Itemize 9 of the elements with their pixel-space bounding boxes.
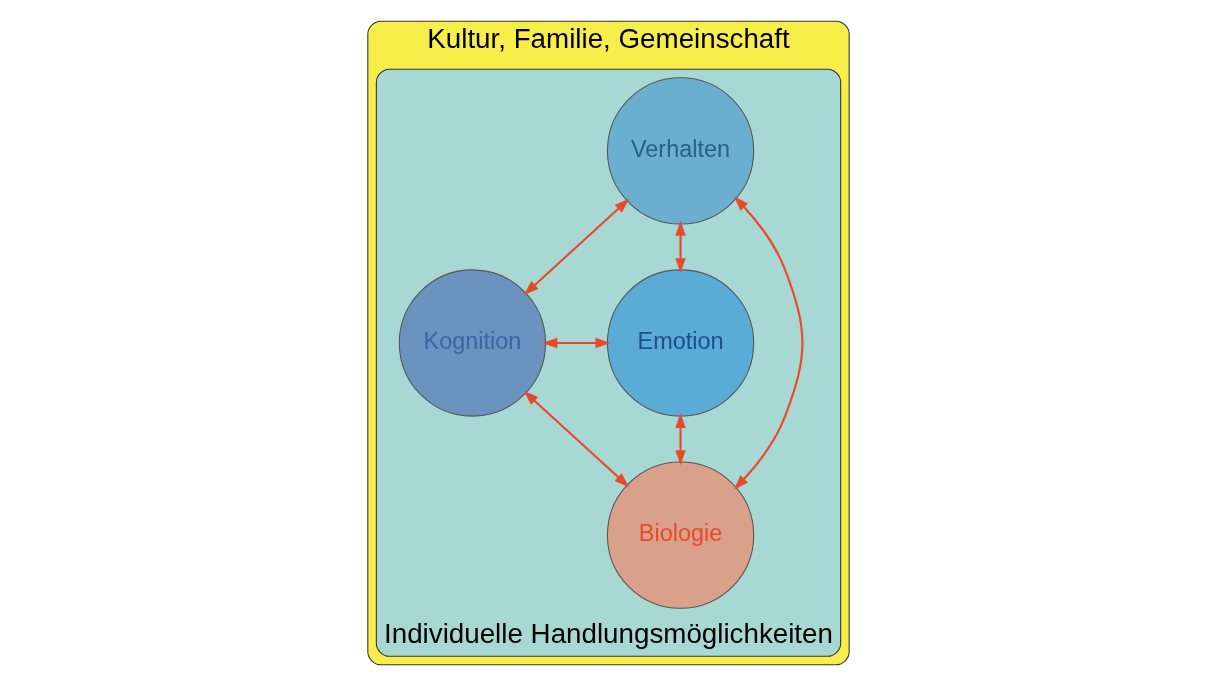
node-circle: Biologie [606, 461, 754, 609]
arrow [541, 337, 610, 349]
arrow [733, 196, 803, 490]
arrow [674, 412, 686, 466]
arrow [523, 198, 629, 295]
node-circle: Verhalten [606, 77, 754, 225]
node-circle: Emotion [606, 269, 754, 417]
arrow [523, 390, 629, 488]
arrow [674, 220, 686, 274]
